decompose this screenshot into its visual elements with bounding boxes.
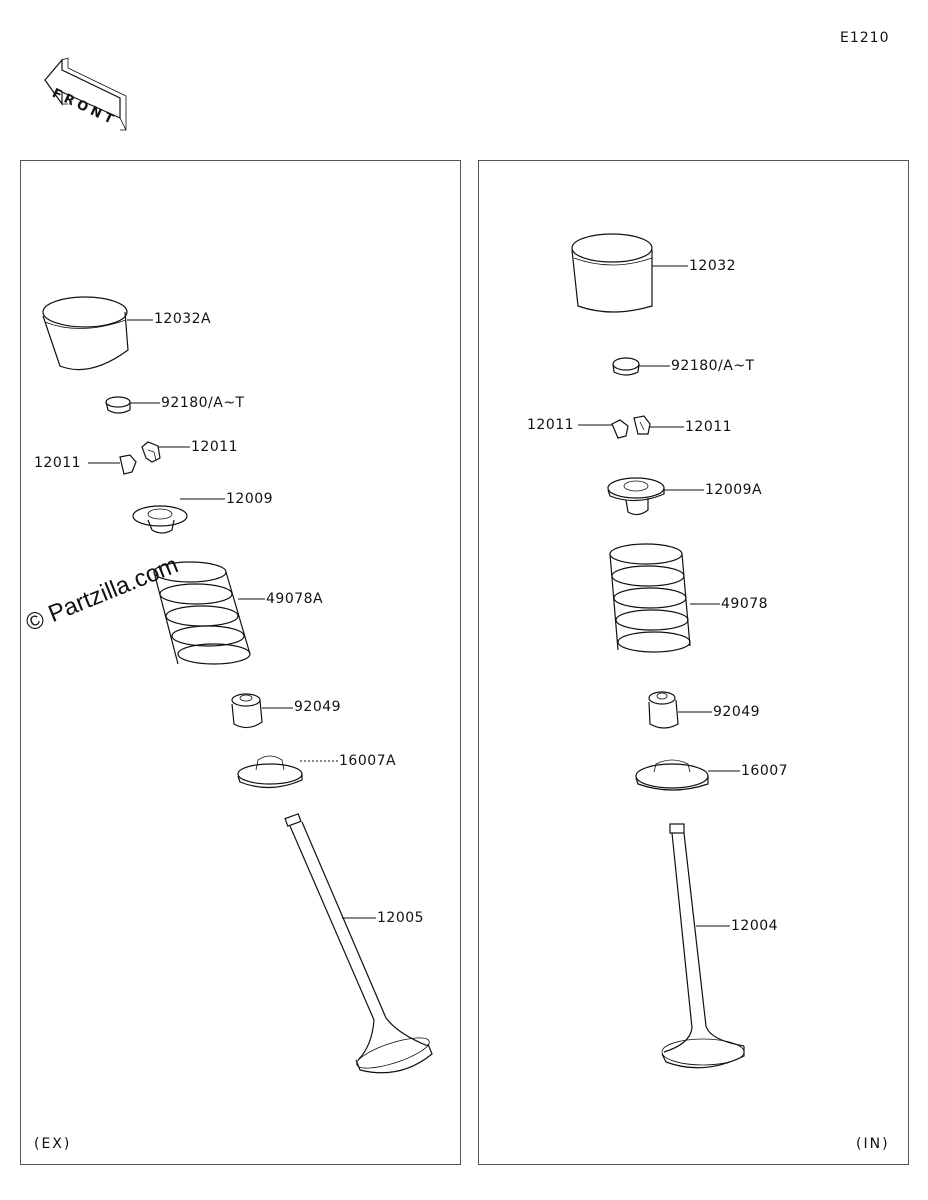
- seat-in-icon: [635, 759, 709, 791]
- cotter-ex-right-icon: [141, 441, 161, 463]
- part-label-12032A: 12032A: [154, 311, 212, 327]
- seal-in-icon: [648, 691, 679, 729]
- part-label-12011-ex-right: 12011: [191, 439, 239, 455]
- retainer-in-icon: [607, 477, 665, 516]
- part-label-16007A: 16007A: [339, 753, 397, 769]
- intake-panel: [478, 160, 909, 1165]
- part-label-16007: 16007: [741, 763, 789, 779]
- exhaust-panel: [20, 160, 461, 1165]
- cotter-in-right-icon: [633, 415, 651, 435]
- shim-in-icon: [612, 357, 640, 376]
- part-label-92049-ex: 92049: [294, 699, 342, 715]
- diagram-code: E1210: [840, 30, 890, 46]
- part-label-12032: 12032: [689, 258, 737, 274]
- part-label-12004: 12004: [731, 918, 779, 934]
- part-label-92180-ex: 92180/A~T: [161, 395, 245, 411]
- cotter-ex-left-icon: [119, 454, 137, 475]
- part-label-49078: 49078: [721, 596, 769, 612]
- part-label-12011-in-right: 12011: [685, 419, 733, 435]
- seal-ex-icon: [231, 693, 263, 729]
- part-label-92180-in: 92180/A~T: [671, 358, 755, 374]
- part-label-12011-in-left: 12011: [527, 417, 575, 433]
- shim-ex-icon: [105, 396, 131, 414]
- intake-label: (IN): [856, 1136, 890, 1152]
- tappet-in-icon: [571, 233, 653, 313]
- spring-ex-icon: [153, 561, 251, 665]
- part-label-49078A: 49078A: [266, 591, 324, 607]
- retainer-ex-icon: [132, 505, 188, 534]
- part-label-12011-ex-left: 12011: [34, 455, 82, 471]
- valve-in-icon: [661, 823, 745, 1069]
- part-label-12009A: 12009A: [705, 482, 763, 498]
- seat-ex-icon: [237, 755, 303, 789]
- valve-ex-icon: [284, 813, 433, 1074]
- spring-in-icon: [609, 543, 691, 653]
- part-label-12009: 12009: [226, 491, 274, 507]
- tappet-ex-icon: [42, 296, 129, 371]
- part-label-12005: 12005: [377, 910, 425, 926]
- exhaust-label: (EX): [34, 1136, 72, 1152]
- part-label-92049-in: 92049: [713, 704, 761, 720]
- cotter-in-left-icon: [611, 419, 629, 439]
